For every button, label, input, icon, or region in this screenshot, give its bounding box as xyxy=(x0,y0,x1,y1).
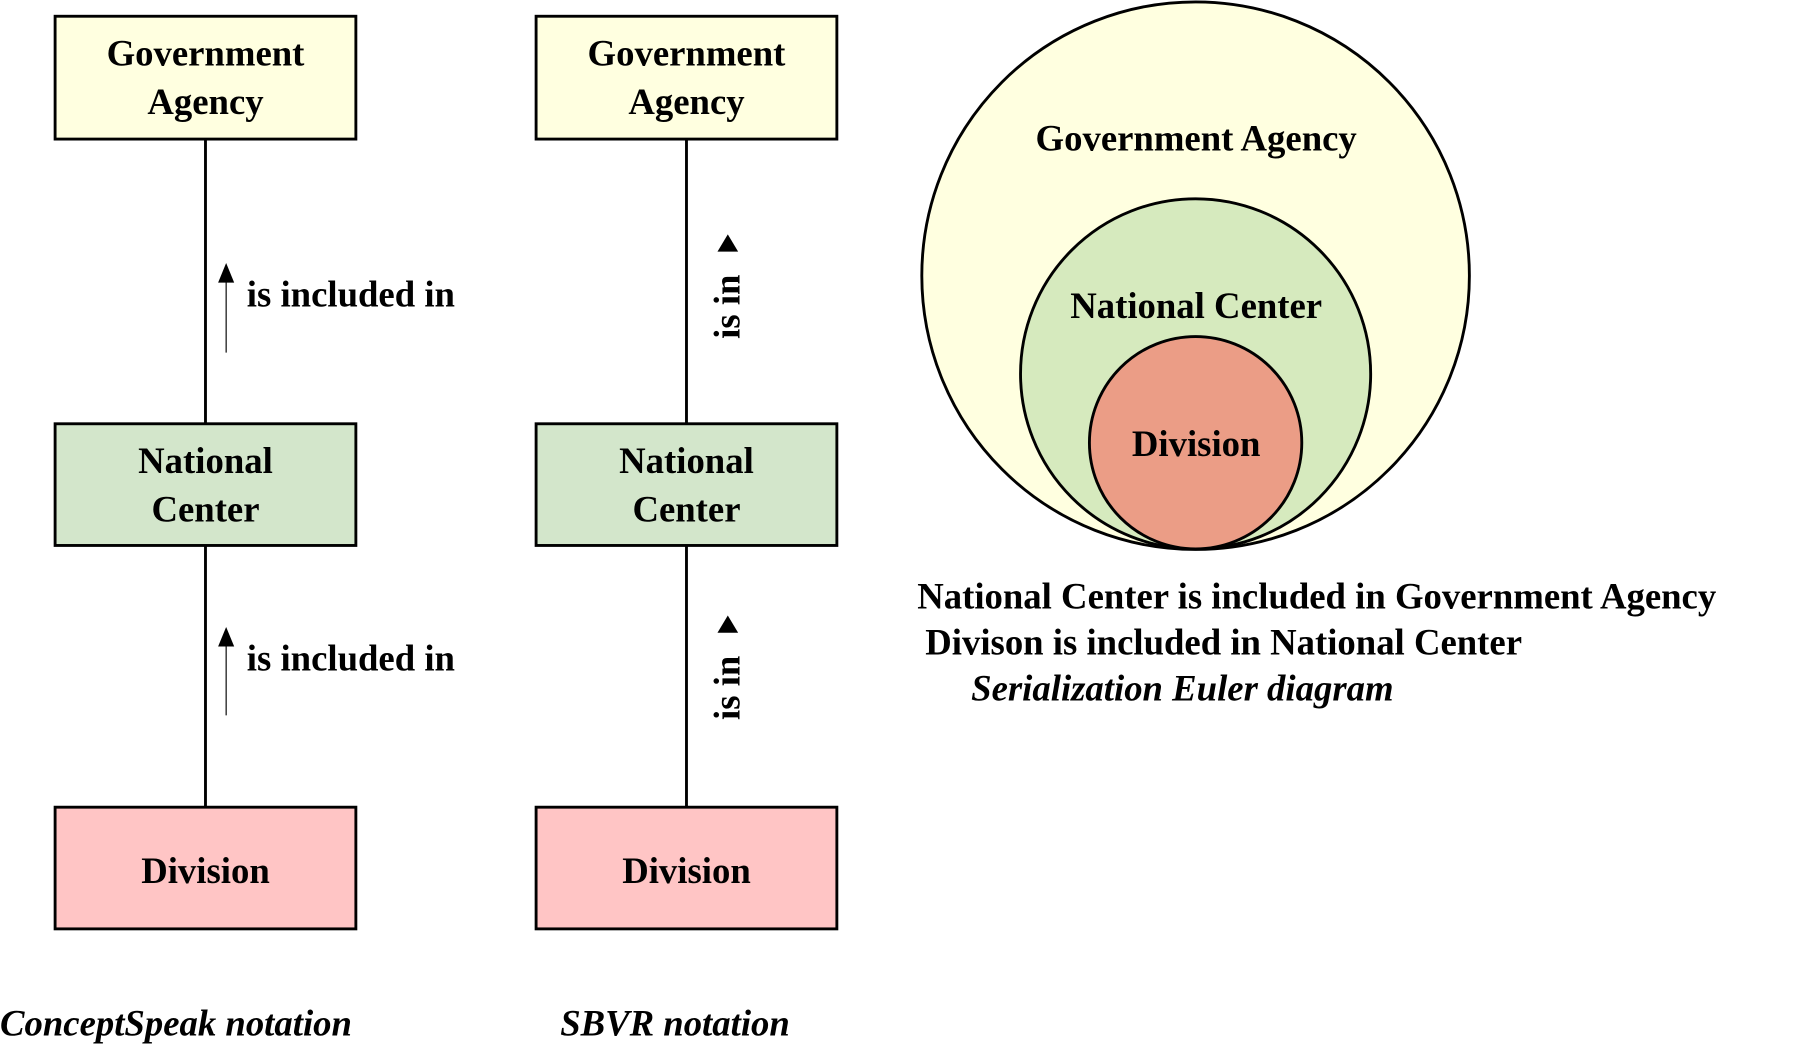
box-government-agency xyxy=(534,14,839,141)
euler-label-outer: Government Agency xyxy=(1036,118,1357,159)
relation-label: is included in xyxy=(247,274,455,315)
relation-label: is in xyxy=(706,275,747,339)
conceptspeak-diagram: Government Agency National Center Divisi… xyxy=(0,14,455,1044)
box-label: Center xyxy=(632,488,740,529)
box-national-center xyxy=(534,422,839,547)
euler-statement: National Center is included in Governmen… xyxy=(917,576,1716,617)
box-label: Division xyxy=(141,850,270,891)
euler-label-middle: National Center xyxy=(1070,285,1322,326)
arrow-up-icon xyxy=(218,263,235,353)
euler-statement: Divison is included in National Center xyxy=(925,622,1522,663)
relation-label: is included in xyxy=(247,638,455,679)
circle-division xyxy=(1087,335,1304,551)
caption-sbvr: SBVR notation xyxy=(560,1003,790,1044)
caption-conceptspeak: ConceptSpeak notation xyxy=(0,1003,352,1044)
sbvr-diagram: Government Agency National Center Divisi… xyxy=(534,14,839,1044)
box-label: Agency xyxy=(628,81,744,122)
box-division xyxy=(53,805,358,931)
caption-euler: Serialization Euler diagram xyxy=(971,667,1393,708)
box-label: Agency xyxy=(147,81,263,122)
euler-label-inner: Division xyxy=(1132,423,1261,464)
box-label: Division xyxy=(622,850,751,891)
box-label: Government xyxy=(588,33,787,74)
box-division xyxy=(534,805,839,931)
box-label: Center xyxy=(151,488,259,529)
triangle-up-icon xyxy=(717,234,739,252)
triangle-up-icon xyxy=(717,615,739,633)
box-label: Government xyxy=(107,33,306,74)
box-government-agency xyxy=(53,14,358,141)
euler-diagram: Government Agency National Center Divisi… xyxy=(917,0,1716,708)
box-label: National xyxy=(619,440,754,481)
arrow-up-icon xyxy=(218,626,235,716)
box-national-center xyxy=(53,422,358,547)
box-label: National xyxy=(138,440,273,481)
relation-label: is in xyxy=(706,656,747,720)
